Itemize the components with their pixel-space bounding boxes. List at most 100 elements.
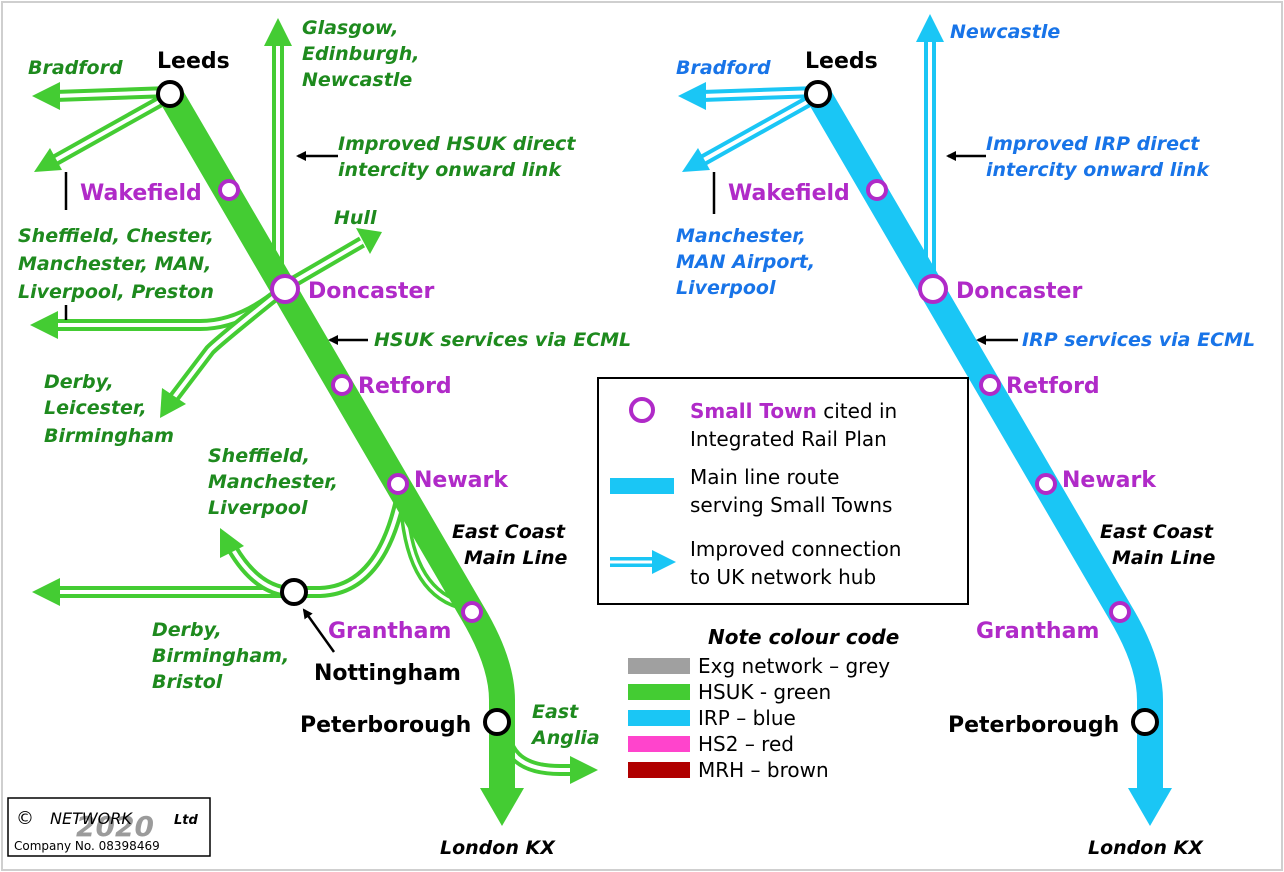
label-nw-3: Liverpool	[208, 497, 308, 519]
town-retford-marker	[331, 374, 353, 396]
copyright-box: © 2020 NETWORK Ltd Company No. 08398469	[7, 797, 211, 857]
note-swatch	[628, 684, 690, 700]
label-bradford: Bradford	[28, 57, 123, 79]
right-town-newark-marker	[1035, 473, 1057, 495]
right-town-retford-marker	[979, 374, 1001, 396]
label-ecml-2: Main Line	[464, 547, 568, 569]
right-town-newark-label: Newark	[1062, 468, 1157, 493]
label-nw-2: Manchester,	[208, 471, 338, 493]
legend-connection-swatch	[610, 550, 676, 574]
right-label-newcastle: Newcastle	[950, 21, 1060, 43]
town-grantham-label: Grantham	[328, 619, 451, 644]
right-label-improved-2: intercity onward link	[986, 159, 1210, 181]
copyright-company: Company No. 08398469	[14, 839, 160, 853]
note-swatch	[628, 710, 690, 726]
label-west-2: Manchester, MAN,	[18, 253, 211, 275]
right-station-leeds-marker	[804, 80, 832, 108]
note-colour-code: Note colour code Exg network – greyHSUK …	[628, 625, 899, 782]
label-improved-1: Improved HSUK direct	[338, 133, 576, 155]
left-map: Leeds Nottingham Peterborough Wakefield …	[18, 17, 631, 859]
pointer-nottingham	[302, 608, 336, 653]
label-east-anglia-2: Anglia	[530, 727, 600, 749]
right-label-west-3: Liverpool	[676, 277, 776, 299]
legend-main-line-swatch	[610, 478, 674, 494]
note-swatch	[628, 658, 690, 674]
label-east-anglia-1: East	[532, 701, 579, 723]
right-label-west-2: MAN Airport,	[676, 251, 815, 273]
right-town-wakefield-label: Wakefield	[728, 181, 850, 206]
right-station-peterborough-label: Peterborough	[948, 713, 1119, 738]
right-map: Leeds Peterborough Wakefield Doncaster R…	[676, 14, 1255, 859]
legend-conn-line2: to UK network hub	[690, 565, 876, 589]
legend-town-rest: cited in	[817, 399, 897, 423]
right-town-retford-label: Retford	[1006, 374, 1100, 399]
label-sw-2: Leicester,	[44, 397, 147, 419]
right-label-ecml-1: East Coast	[1100, 521, 1214, 543]
station-nottingham-marker	[280, 578, 308, 606]
note-swatch	[628, 762, 690, 778]
legend-town-line1: Small Town cited in	[690, 399, 897, 423]
legend: Small Town cited in Integrated Rail Plan…	[597, 377, 969, 605]
label-north-3: Newcastle	[302, 69, 412, 91]
copyright-ltd: Ltd	[174, 813, 198, 828]
station-peterborough-marker	[483, 708, 511, 736]
town-doncaster-marker	[270, 274, 300, 304]
right-connection-north	[916, 14, 944, 280]
right-label-west-1: Manchester,	[676, 225, 806, 247]
copyright-symbol: ©	[16, 808, 34, 829]
legend-town-icon	[629, 397, 655, 423]
label-hull: Hull	[334, 207, 377, 229]
town-grantham-marker	[461, 601, 483, 623]
right-town-grantham-marker	[1109, 601, 1131, 623]
right-label-services: IRP services via ECML	[1022, 329, 1255, 351]
legend-town-highlight: Small Town	[690, 399, 817, 423]
connection-north	[264, 18, 292, 290]
connection-newark-nottingham	[32, 498, 406, 606]
right-label-improved-1: Improved IRP direct	[986, 133, 1200, 155]
right-station-leeds-label: Leeds	[805, 49, 878, 74]
label-west-1: Sheffield, Chester,	[18, 225, 214, 247]
note-label: IRP – blue	[698, 706, 796, 730]
note-label: HSUK - green	[698, 680, 831, 704]
legend-conn-line1: Improved connection	[690, 537, 901, 561]
right-label-bradford: Bradford	[676, 57, 771, 79]
copyright-frame	[7, 797, 211, 857]
note-title: Note colour code	[708, 625, 899, 649]
right-town-grantham-label: Grantham	[976, 619, 1099, 644]
connection-leeds-west	[34, 90, 173, 172]
town-wakefield-label: Wakefield	[80, 181, 202, 206]
label-improved-2: intercity onward link	[338, 159, 562, 181]
note-label: MRH – brown	[698, 758, 829, 782]
connection-bradford	[32, 82, 171, 110]
station-nottingham-label: Nottingham	[314, 661, 461, 686]
connection-doncaster-sw	[160, 287, 284, 418]
label-ecml-1: East Coast	[452, 521, 566, 543]
label-services: HSUK services via ECML	[374, 329, 631, 351]
label-nw-1: Sheffield,	[208, 445, 310, 467]
station-peterborough-label: Peterborough	[300, 713, 471, 738]
town-doncaster-label: Doncaster	[308, 279, 434, 304]
copyright-network: NETWORK	[50, 809, 133, 828]
label-sw-3: Birmingham	[44, 425, 174, 447]
label-west-3: Liverpool, Preston	[18, 281, 214, 303]
label-notts-3: Bristol	[152, 671, 223, 693]
legend-main-line2: serving Small Towns	[690, 493, 892, 517]
label-london-kx-left: London KX	[440, 837, 556, 859]
note-label: HS2 – red	[698, 732, 794, 756]
town-wakefield-marker	[218, 179, 240, 201]
legend-town-line2: Integrated Rail Plan	[690, 427, 887, 451]
right-connection-bradford	[678, 82, 819, 110]
connection-hull	[284, 228, 382, 291]
station-leeds-label: Leeds	[157, 49, 230, 74]
town-newark-label: Newark	[414, 468, 509, 493]
right-station-peterborough-marker	[1131, 708, 1159, 736]
label-sw-1: Derby,	[44, 371, 114, 393]
right-label-ecml-2: Main Line	[1112, 547, 1216, 569]
label-notts-1: Derby,	[152, 619, 222, 641]
note-swatch	[628, 736, 690, 752]
town-newark-marker	[387, 473, 409, 495]
station-leeds-marker	[156, 80, 184, 108]
